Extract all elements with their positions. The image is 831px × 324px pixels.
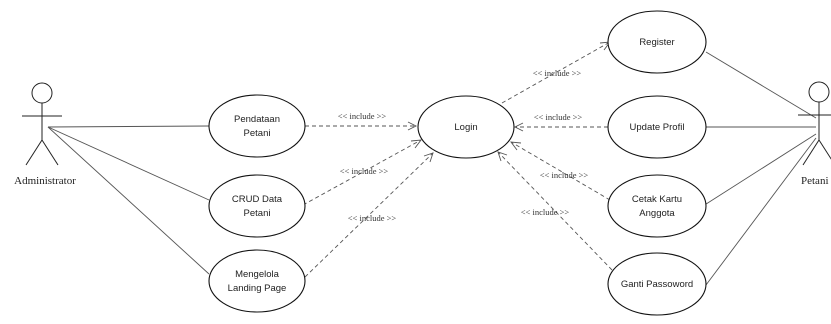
usecase-label: Petani [244, 208, 271, 219]
dep-crud-login [302, 139, 422, 206]
include-dependencies [302, 41, 613, 278]
assoc-petani-register [705, 51, 817, 119]
actor-label: Petani [801, 175, 829, 187]
usecase-label: Petani [244, 128, 271, 139]
actor-leg [818, 139, 831, 160]
include-label: << include >> [521, 207, 570, 217]
usecase-mengelola-landing-page: Mengelola Landing Page [208, 249, 306, 313]
usecase-label: Cetak Kartu [632, 194, 682, 205]
dep-ganti-login [497, 151, 613, 271]
dep-arrowhead [423, 152, 434, 163]
actor-head [808, 81, 830, 103]
assoc-petani-ganti [705, 137, 817, 286]
usecase-label: Login [454, 122, 477, 133]
usecase-label: Anggota [639, 208, 675, 219]
usecase-login: Login [417, 95, 515, 159]
dep-cetak-login [510, 141, 611, 201]
usecase-pendataan-petani: Pendataan Petani [208, 94, 306, 158]
usecase-label: Ganti Passoword [621, 279, 693, 290]
usecase-label: Pendataan [234, 114, 280, 125]
dep-arrowhead [513, 122, 524, 132]
usecase-cetak-kartu-anggota: Cetak Kartu Anggota [607, 174, 707, 238]
actor-leg [41, 139, 59, 166]
dep-arrowhead [497, 151, 508, 162]
usecase-register: Register [607, 10, 707, 74]
dep-arrowhead [410, 139, 422, 149]
usecase-label: Register [639, 37, 674, 48]
actor-head [31, 82, 53, 104]
assoc-admin-crud [47, 126, 210, 201]
usecase-ganti-password: Ganti Passoword [607, 252, 707, 316]
dep-mengelola-login [304, 152, 434, 278]
assoc-admin-mengelola [47, 126, 210, 275]
actor-leg [25, 139, 43, 166]
include-label: << include >> [534, 112, 583, 122]
dep-arrowhead [407, 121, 418, 131]
include-label: << include >> [540, 170, 589, 180]
include-label: << include >> [338, 111, 387, 121]
actor-label: Administrator [14, 175, 76, 187]
admin-associations [47, 125, 210, 275]
actor-leg [802, 139, 820, 166]
usecase-label: Landing Page [228, 283, 287, 294]
dep-arrowhead [510, 141, 522, 151]
assoc-admin-pendataan [47, 125, 210, 128]
include-labels: << include >> << include >> << include >… [338, 68, 589, 223]
petani-associations [702, 51, 817, 286]
usecase-label: Mengelola [235, 269, 280, 280]
include-label: << include >> [340, 166, 389, 176]
assoc-petani-cetak [702, 133, 817, 207]
usecase-label: CRUD Data [232, 194, 283, 205]
actor-petani: Petani [798, 81, 831, 187]
actor-administrator: Administrator [14, 82, 76, 187]
usecase-crud-data-petani: CRUD Data Petani [208, 174, 306, 238]
include-label: << include >> [348, 213, 397, 223]
usecase-label: Update Profil [630, 122, 685, 133]
usecase-update-profil: Update Profil [607, 95, 707, 159]
include-label: << include >> [533, 68, 582, 78]
